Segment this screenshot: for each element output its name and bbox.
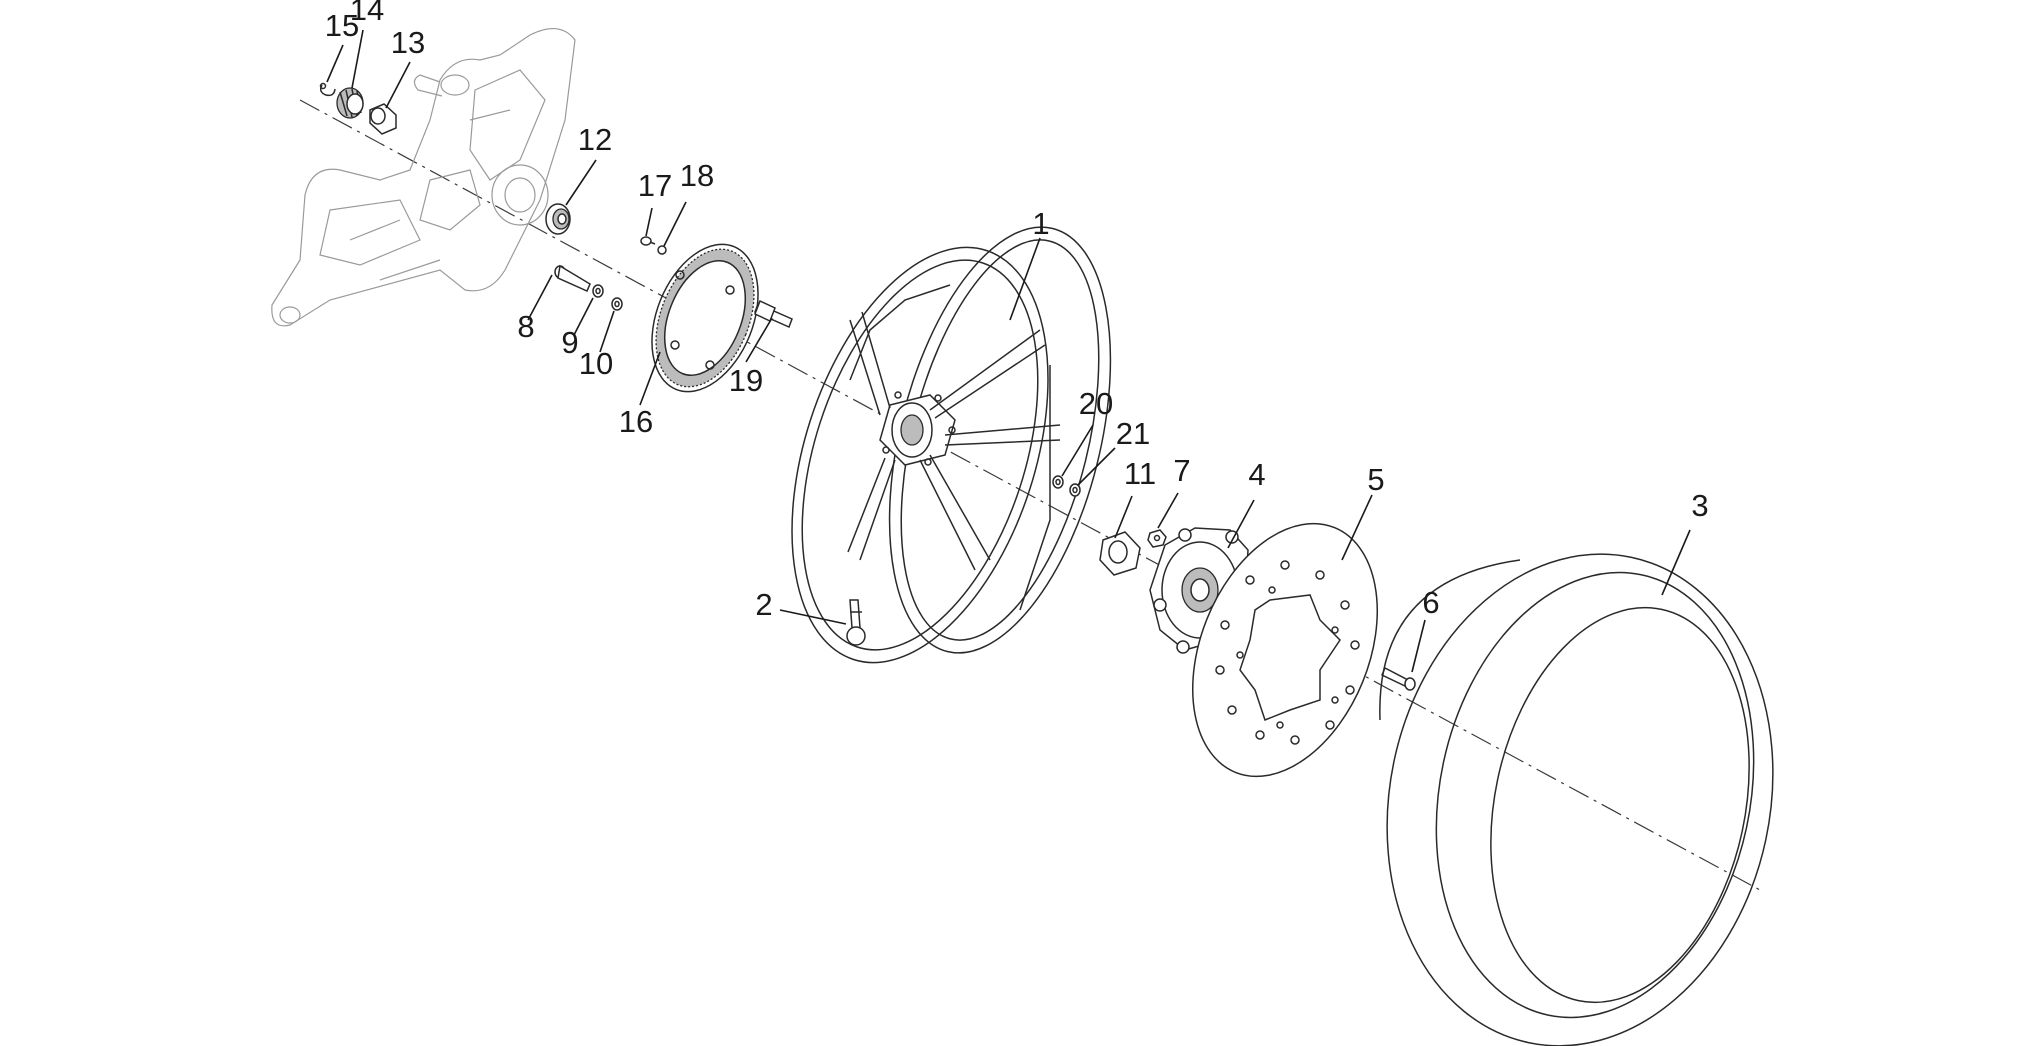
leader-4 [1227, 499, 1255, 549]
leader-3 [1661, 529, 1691, 596]
callout-3: 3 [1691, 488, 1708, 523]
leader-14 [351, 29, 364, 89]
leader-12 [565, 159, 597, 206]
part-20-washer [1052, 475, 1064, 489]
part-5-brake-disc [1191, 522, 1379, 778]
part-14-needle-bearing [336, 87, 364, 119]
callout-4: 4 [1248, 457, 1265, 492]
leader-13 [385, 61, 411, 109]
part-10-washer [611, 297, 623, 311]
callout-8: 8 [517, 309, 534, 344]
part-18-washer [657, 245, 667, 255]
callout-1: 1 [1032, 206, 1049, 241]
part-19-spindle [754, 299, 793, 329]
leader-2 [779, 609, 847, 625]
part-13-spacer [369, 103, 397, 135]
callout-18: 18 [680, 158, 714, 193]
callout-16: 16 [619, 404, 653, 439]
leader-21 [1077, 447, 1116, 486]
leader-15 [326, 44, 344, 83]
part-8-bolt [554, 264, 591, 292]
part-1-wheel-rim [791, 226, 1112, 664]
part-3-tyre [1379, 553, 1774, 1046]
leader-11 [1114, 495, 1133, 539]
callout-17: 17 [638, 168, 672, 203]
leader-16 [639, 351, 661, 406]
leader-1 [1009, 237, 1041, 321]
callout-11: 11 [1124, 456, 1156, 491]
leader-6 [1411, 619, 1426, 673]
callout-15: 15 [325, 8, 359, 43]
part-16-tone-ring [651, 243, 759, 393]
callout-14: 14 [350, 0, 384, 27]
leader-19 [745, 317, 773, 363]
leader-20 [1061, 424, 1094, 477]
part-2-valve [846, 599, 866, 646]
leader-7 [1157, 492, 1179, 529]
callout-10: 10 [579, 346, 613, 381]
leader-5 [1341, 494, 1373, 561]
callout-6: 6 [1422, 585, 1439, 620]
part-6-bolt [1381, 666, 1416, 691]
leader-lines [326, 29, 1691, 673]
callout-9: 9 [561, 325, 578, 360]
callout-21: 21 [1116, 416, 1150, 451]
leader-10 [599, 310, 615, 353]
callout-labels: 1 2 3 4 5 6 7 8 9 10 11 12 13 14 15 16 1… [325, 0, 1709, 622]
callout-7: 7 [1173, 453, 1190, 488]
part-17-screw [640, 236, 656, 246]
leader-17 [645, 207, 653, 237]
part-21-washer [1069, 483, 1081, 497]
part-7-nut [1147, 529, 1167, 548]
part-12-bearing [545, 203, 571, 235]
center-axis [299, 99, 1761, 891]
swing-arm-bracket [271, 28, 576, 327]
callout-5: 5 [1367, 462, 1384, 497]
leader-18 [663, 201, 687, 247]
callout-19: 19 [729, 363, 763, 398]
callout-20: 20 [1079, 386, 1113, 421]
leader-9 [573, 297, 594, 336]
part-15-circlip [319, 82, 336, 97]
part-11-spacer [1099, 531, 1141, 576]
callout-2: 2 [755, 587, 772, 622]
callout-12: 12 [578, 122, 612, 157]
leader-8 [527, 274, 553, 321]
part-9-washer [592, 284, 604, 298]
callout-13: 13 [391, 25, 425, 60]
